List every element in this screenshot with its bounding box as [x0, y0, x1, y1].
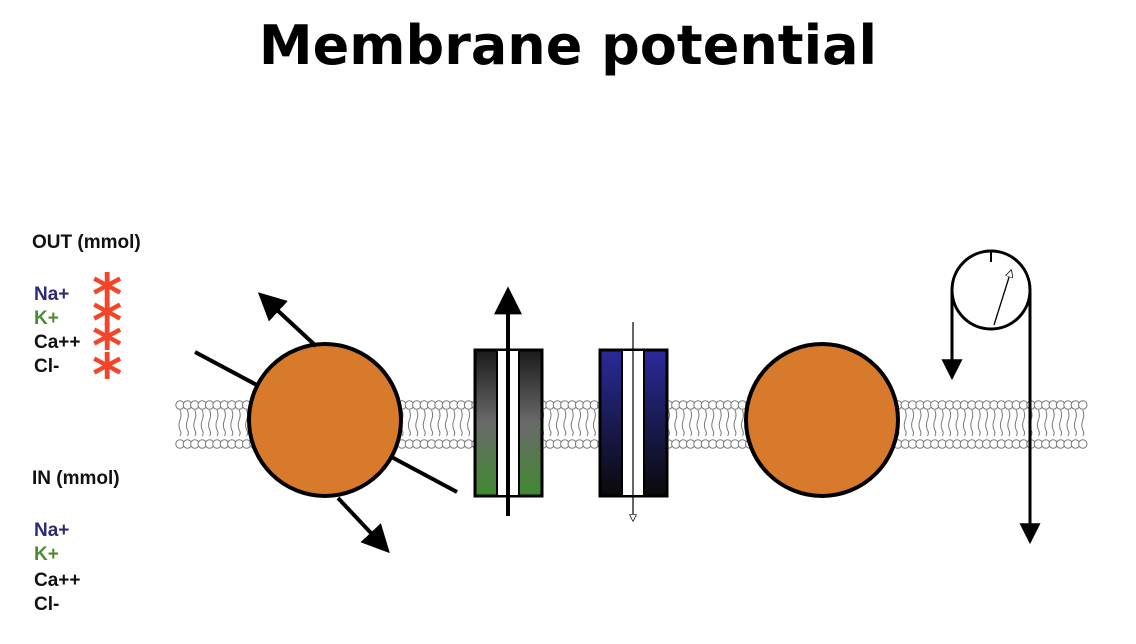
lipid-tail: [1022, 409, 1026, 437]
lipid-tail: [1073, 409, 1077, 437]
lipid-tail: [903, 409, 907, 437]
lipid-tail: [681, 409, 685, 437]
lipid-tail: [911, 409, 915, 437]
lipid-tail: [689, 409, 693, 437]
lipid-tail: [459, 409, 463, 437]
lipid-tail: [1014, 409, 1018, 437]
lipid-tail: [955, 409, 959, 437]
lipid-tail: [925, 409, 929, 437]
transporter-left: [194, 292, 458, 554]
voltmeter-dial: [950, 249, 1032, 331]
lipid-tail: [208, 409, 212, 437]
lipid-tail: [422, 409, 426, 437]
lipid-tail: [985, 409, 989, 437]
in-heading: IN (mmol): [32, 468, 120, 489]
lipid-tail: [222, 409, 226, 437]
lipid-tail: [918, 409, 922, 437]
lipid-tail: [563, 409, 567, 437]
lipid-head: [1078, 400, 1088, 410]
lipid-tail: [733, 409, 737, 437]
lipid-tail: [185, 409, 189, 437]
lipid-tail: [674, 409, 678, 437]
lipid-tail: [933, 409, 937, 437]
out-heading: OUT (mmol): [32, 232, 141, 253]
lipid-tail: [452, 409, 456, 437]
lipid-tail: [548, 409, 552, 437]
in-ion-cl: Cl-: [34, 594, 60, 615]
lipid-tail: [230, 409, 234, 437]
lipid-tail: [215, 409, 219, 437]
lipid-tail: [696, 409, 700, 437]
lipid-tail: [1059, 409, 1063, 437]
in-ion-k: K+: [34, 544, 59, 565]
lipid-tail: [415, 409, 419, 437]
lipid-tail: [200, 409, 204, 437]
lipid-tail: [999, 409, 1003, 437]
lipid-tail: [711, 409, 715, 437]
lipid-tail: [726, 409, 730, 437]
voltmeter-needle: [993, 271, 1011, 326]
lipid-tail: [940, 409, 944, 437]
lipid-tail: [592, 409, 596, 437]
lipid-tail: [1051, 409, 1055, 437]
lipid-tail: [962, 409, 966, 437]
lipid-tail: [1007, 409, 1011, 437]
in-ion-na: Na+: [34, 520, 70, 541]
lipid-tail: [740, 409, 744, 437]
lipid-tail: [444, 409, 448, 437]
lipid-tail: [992, 409, 996, 437]
lipid-tail: [1044, 409, 1048, 437]
lipid-tail: [1036, 409, 1040, 437]
lipid-tail: [585, 409, 589, 437]
out-ion-cl: Cl-: [34, 356, 60, 377]
lipid-tail: [430, 409, 434, 437]
lipid-tail: [570, 409, 574, 437]
transporter-right-circle: [744, 342, 900, 498]
na-channel: [598, 322, 669, 520]
lipid-tail: [948, 409, 952, 437]
lipid-tail: [977, 409, 981, 437]
out-ion-k: K+: [34, 308, 59, 329]
lipid-tail: [578, 409, 582, 437]
arrow-out-left: [257, 292, 318, 348]
k-channel: [473, 286, 544, 516]
lipid-tail: [467, 409, 471, 437]
lipid-tail: [193, 409, 197, 437]
page-title: Membrane potential: [258, 14, 878, 77]
out-ion-na: Na+: [34, 284, 70, 305]
lipid-tail: [178, 409, 182, 437]
lipid-tail: [437, 409, 441, 437]
lipid-tail: [970, 409, 974, 437]
lipid-tail: [237, 409, 241, 437]
in-ion-ca: Ca++: [34, 570, 81, 591]
lipid-tail: [1066, 409, 1070, 437]
out-ion-ca: Ca++: [34, 332, 81, 353]
lipid-tail: [1081, 409, 1085, 437]
lipid-head: [1078, 439, 1088, 449]
lipid-tail: [703, 409, 707, 437]
lipid-tail: [718, 409, 722, 437]
transporter-left-circle: [247, 342, 403, 498]
voltmeter: [941, 249, 1041, 545]
arrow-in-left: [336, 496, 390, 554]
lipid-tail: [555, 409, 559, 437]
lipid-tail: [407, 409, 411, 437]
